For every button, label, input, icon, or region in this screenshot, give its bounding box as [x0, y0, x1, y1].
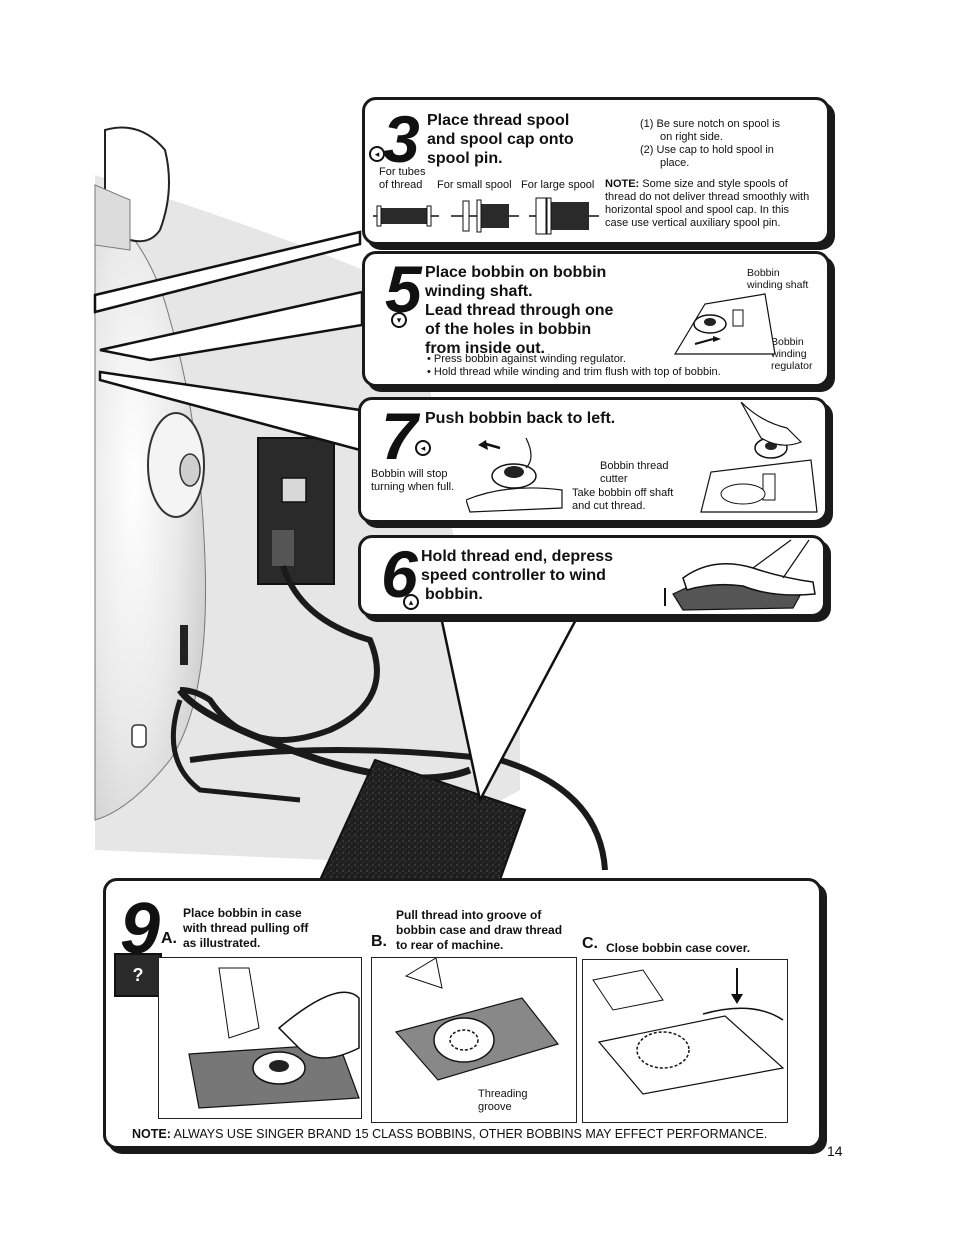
sub-step-a-text: Place bobbin in case with thread pulling…	[183, 906, 309, 950]
tubes-label: For tubes of thread	[379, 166, 426, 191]
step-title: Place bobbin on bobbin winding shaft. Le…	[425, 264, 614, 357]
step-number: 7	[381, 399, 418, 473]
spool-illustrations	[373, 197, 599, 235]
step-6-panel: 6 ▴ Hold thread end, depress speed contr…	[358, 535, 826, 617]
foot-pedal-illustration	[664, 539, 816, 611]
step-3-panel: 3 ◂ Place thread spool and spool cap ont…	[362, 97, 830, 245]
illustration-c	[582, 959, 788, 1123]
sub-step-a-letter: A.	[161, 930, 177, 947]
bobbin-removal-illustration	[466, 437, 563, 513]
page-number: 14	[827, 1143, 843, 1159]
stop-label: Bobbin will stop turning when full.	[371, 468, 455, 493]
step-bullets: • Press bobbin against winding regulator…	[427, 353, 721, 378]
sub-step-c-text: Close bobbin case cover.	[606, 941, 751, 955]
thread-cutter-illustration	[700, 402, 818, 513]
threading-groove-label: Threading groove	[478, 1088, 528, 1113]
sub-step-b-letter: B.	[371, 933, 387, 950]
step-9-panel: 9 ? A. Place bobbin in case with thread …	[103, 878, 822, 1149]
step-title: Push bobbin back to left.	[425, 410, 616, 427]
illustration-a	[158, 957, 362, 1119]
bobbin-note: NOTE: ALWAYS USE SINGER BRAND 15 CLASS B…	[132, 1127, 768, 1141]
shaft-label: Bobbin winding shaft	[747, 267, 809, 291]
step-7-panel: 7 ◂ Push bobbin back to left. Bobbin wil…	[358, 397, 828, 523]
arrow-up-icon: ▴	[403, 594, 419, 610]
step-number: 3	[383, 102, 420, 176]
sub-step-b-text: Pull thread into groove of bobbin case a…	[396, 908, 563, 952]
step-title: Place thread spool and spool cap onto sp…	[427, 112, 574, 167]
arrow-left-icon: ◂	[415, 440, 431, 456]
large-spool-label: For large spool	[521, 179, 595, 191]
step-title: Hold thread end, depress speed controlle…	[421, 548, 614, 603]
step-5-panel: 5 ▾ Place bobbin on bobbin winding shaft…	[362, 251, 830, 387]
arrow-down-icon: ▾	[391, 312, 407, 328]
regulator-label: Bobbin winding regulator	[771, 336, 813, 372]
cutter-label: Bobbin thread cutter	[600, 460, 669, 485]
sub-step-c-letter: C.	[582, 935, 598, 952]
take-bobbin-label: Take bobbin off shaft and cut thread.	[572, 487, 674, 512]
small-spool-label: For small spool	[437, 179, 512, 191]
step-number: 5	[385, 252, 422, 326]
illustration-b: Threading groove	[371, 957, 577, 1123]
step-notes: (1) Be sure notch on spool is on right s…	[640, 118, 781, 169]
arrow-left-icon: ◂	[369, 146, 385, 162]
step-note: NOTE: Some size and style spools of thre…	[605, 178, 810, 229]
machine-help-icon: ?	[114, 953, 162, 997]
bobbin-winder-illustration	[673, 293, 775, 355]
